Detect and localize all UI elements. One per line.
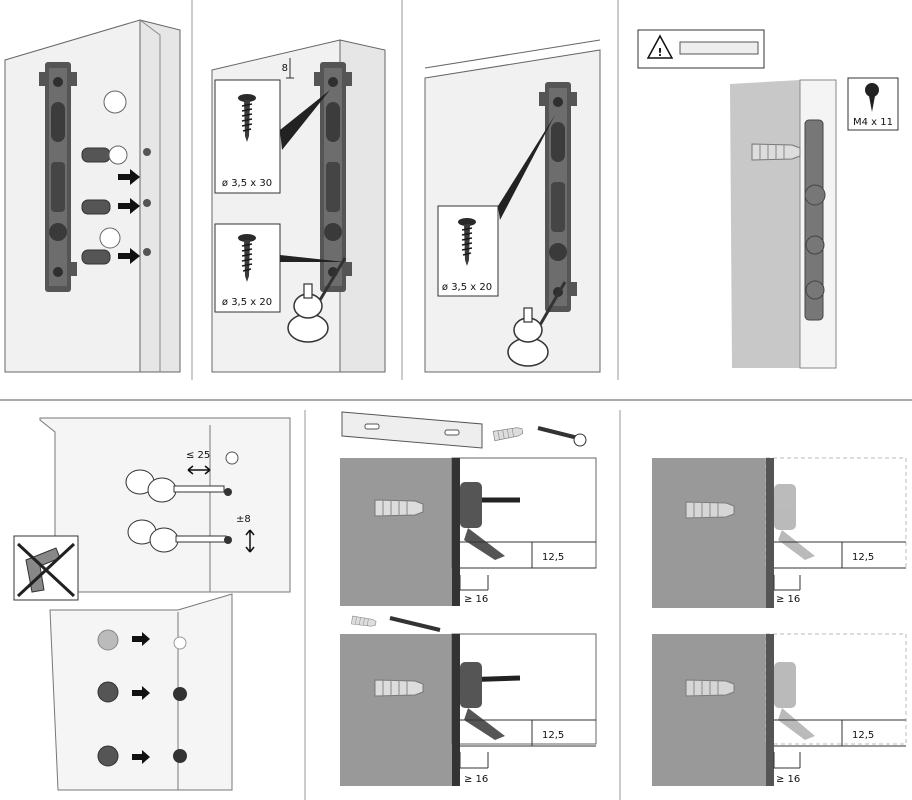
wall-plug-icon	[751, 143, 801, 161]
warning-symbol: !	[657, 46, 662, 59]
screw-icon	[865, 83, 879, 97]
depth-top: ≥ 16	[464, 594, 488, 605]
cover-caps	[97, 629, 119, 767]
depth-bottom: ≥ 16	[464, 774, 488, 785]
screw-spec: ø 3,5 x 20	[442, 282, 492, 293]
panel-5-adjustment: ≤ 25 ±8	[13, 417, 291, 791]
wall-block-top	[340, 458, 452, 606]
panel-3-screw-fixing: ø 3,5 x 20	[424, 39, 601, 373]
wall-block-top	[652, 458, 766, 608]
wall-plug-icon	[492, 425, 524, 442]
screw-spec-bottom: ø 3,5 x 20	[222, 297, 272, 308]
arrow-right-icon	[132, 632, 150, 764]
wall-block-bottom	[340, 634, 452, 786]
wall-plug-icon	[351, 615, 377, 628]
depth-bottom: ≥ 16	[776, 774, 800, 785]
hinge-bracket-icon	[774, 484, 815, 560]
panel-2-screw-fixing: 8 ø 3,5 x 30 ø 3,5 x 20	[211, 39, 386, 373]
hinge-bracket-icon	[460, 662, 505, 740]
wall-rail-icon	[679, 41, 759, 55]
hinge-bracket-icon	[774, 662, 815, 740]
vertical-arrow-icon	[245, 529, 255, 553]
height-bottom: 12,5	[852, 730, 874, 741]
horizontal-limit: ≤ 25	[186, 450, 210, 461]
height-top: 12,5	[852, 552, 874, 563]
round-cap-icon	[103, 90, 127, 114]
panel-7-final-position: 12,5 ≥ 16 12,5 ≥ 16	[652, 457, 907, 786]
vertical-limit: ±8	[236, 514, 251, 525]
panel-1-hinge-plate-push	[4, 19, 181, 373]
screwdriver-icon	[125, 469, 227, 553]
warning-icon	[646, 34, 674, 59]
arrow-right-icon	[118, 169, 140, 264]
hinge-bracket-icon	[460, 482, 505, 560]
wall-rail-icon	[341, 411, 483, 449]
wall-block-bottom	[652, 634, 766, 786]
screw-spec: M4 x 11	[853, 117, 893, 128]
horizontal-arrow-icon	[187, 465, 211, 475]
screw-spec-top: ø 3,5 x 30	[222, 178, 272, 189]
depth-top: ≥ 16	[776, 594, 800, 605]
panel-6-wall-rail-mounting: 12,5 ≥ 16 12,5 ≥ 16	[340, 411, 597, 786]
drill-prohibited-icon	[13, 535, 79, 601]
gap-label: 8	[282, 63, 288, 74]
panel-4-wall-bracket: ! M4 x 11	[637, 29, 899, 369]
height-top: 12,5	[542, 552, 564, 563]
height-bottom: 12,5	[542, 730, 564, 741]
